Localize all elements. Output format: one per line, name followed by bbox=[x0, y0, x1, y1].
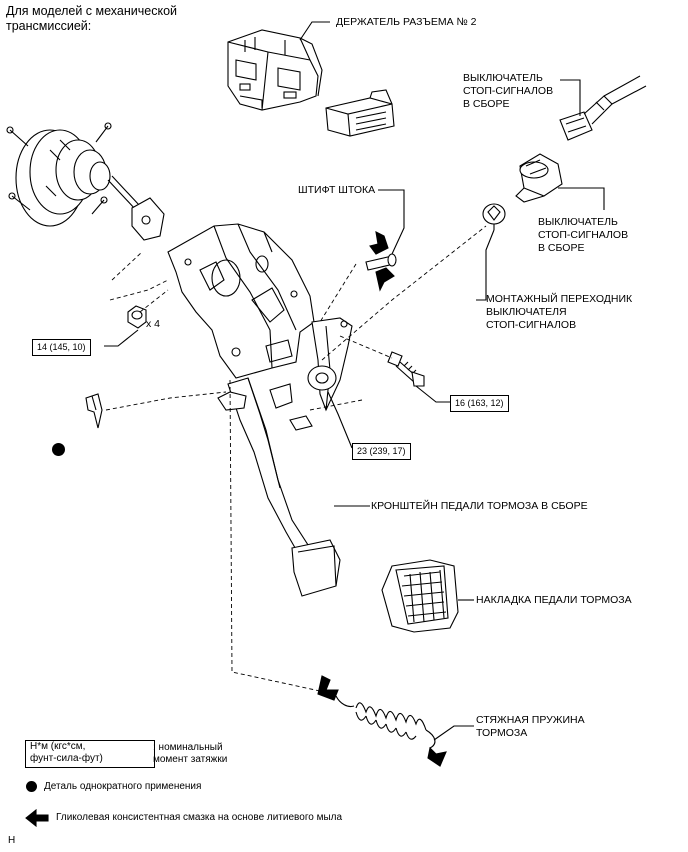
legend-units-note: : номинальный момент затяжки bbox=[153, 742, 227, 766]
legend-units-note-line-2: момент затяжки bbox=[153, 754, 228, 765]
stop-switch-top-drawing bbox=[559, 75, 647, 141]
label-spring: СТЯЖНАЯ ПРУЖИНА ТОРМОЗА bbox=[476, 714, 585, 740]
header-line-2: трансмиссией: bbox=[6, 19, 92, 33]
legend-units-box: Н*м (кгс*см, фунт-сила-фут) bbox=[25, 740, 155, 768]
legend-units-line-1: Н*м (кгс*см, bbox=[30, 741, 86, 752]
torque-box-23: 23 (239, 17) bbox=[352, 443, 411, 460]
diagram-header: Для моделей с механической трансмиссией: bbox=[6, 4, 177, 34]
rod-pin-drawing bbox=[365, 231, 397, 292]
pedal-pad-drawing bbox=[381, 559, 459, 633]
torque-box-16: 16 (163, 12) bbox=[450, 395, 509, 412]
assembly-dashed-lines bbox=[105, 225, 487, 695]
label-pedal-pad: НАКЛАДКА ПЕДАЛИ ТОРМОЗА bbox=[476, 594, 632, 606]
legend-units-line-2: фунт-сила-фут) bbox=[30, 753, 103, 764]
legend-grease-text: Гликолевая консистентная смазка на основ… bbox=[56, 812, 343, 823]
stop-switch-mid-leader bbox=[558, 187, 605, 210]
switch-adapter-leader bbox=[476, 229, 495, 301]
legend-single-use-text: Деталь однократного применения bbox=[44, 781, 202, 792]
switch-adapter-drawing bbox=[482, 203, 506, 230]
stop-switch-top-line-3: В СБОРЕ bbox=[463, 98, 510, 110]
label-pedal-bracket: КРОНШТЕЙН ПЕДАЛИ ТОРМОЗА В СБОРЕ bbox=[371, 500, 588, 512]
label-stop-switch-top: ВЫКЛЮЧАТЕЛЬ СТОП-СИГНАЛОВ В СБОРЕ bbox=[463, 72, 553, 111]
bolt-leader bbox=[415, 385, 450, 403]
stop-switch-mid-line-3: В СБОРЕ bbox=[538, 242, 585, 254]
label-switch-adapter: МОНТАЖНЫЙ ПЕРЕХОДНИК ВЫКЛЮЧАТЕЛЯ СТОП-СИ… bbox=[486, 293, 632, 332]
bolt-drawing bbox=[387, 351, 425, 387]
label-nut-quantity: x 4 bbox=[146, 318, 161, 330]
stop-switch-top-line-2: СТОП-СИГНАЛОВ bbox=[463, 85, 554, 97]
header-line-1: Для моделей с механической bbox=[6, 4, 178, 18]
label-stop-switch-mid: ВЫКЛЮЧАТЕЛЬ СТОП-СИГНАЛОВ В СБОРЕ bbox=[538, 216, 628, 255]
stop-switch-mid-drawing bbox=[515, 153, 563, 203]
pedal-bracket-drawing bbox=[167, 223, 353, 597]
stop-switch-mid-line-2: СТОП-СИГНАЛОВ bbox=[538, 229, 629, 241]
spring-drawing bbox=[317, 675, 447, 767]
label-connector-holder: ДЕРЖАТЕЛЬ РАЗЪЕМА № 2 bbox=[336, 16, 477, 28]
rod-pin-leader bbox=[378, 189, 405, 255]
label-rod-pin: ШТИФТ ШТОКА bbox=[298, 184, 376, 196]
pivot-bolt-leader bbox=[327, 391, 353, 449]
legend-grease-arrow bbox=[25, 808, 49, 828]
connector-holder-leader bbox=[299, 21, 330, 41]
nut-leader bbox=[104, 329, 139, 347]
single-use-marker bbox=[52, 443, 65, 456]
legend-single-use-dot bbox=[26, 781, 37, 792]
spring-leader bbox=[433, 725, 474, 741]
legend-units-note-line-1: : номинальный bbox=[153, 742, 223, 753]
torque-box-14: 14 (145, 10) bbox=[32, 339, 91, 356]
footer-code: H bbox=[8, 835, 16, 846]
connector-holder-drawing bbox=[227, 29, 395, 137]
spring-line-1: СТЯЖНАЯ ПРУЖИНА bbox=[476, 714, 585, 726]
switch-adapter-line-3: СТОП-СИГНАЛОВ bbox=[486, 319, 577, 331]
stop-switch-top-line-1: ВЫКЛЮЧАТЕЛЬ bbox=[463, 72, 543, 84]
booster-drawing bbox=[6, 122, 165, 241]
nut-drawing bbox=[127, 305, 147, 329]
spring-line-2: ТОРМОЗА bbox=[476, 727, 528, 739]
stop-switch-top-leader bbox=[560, 79, 581, 116]
switch-adapter-line-2: ВЫКЛЮЧАТЕЛЯ bbox=[486, 306, 567, 318]
switch-adapter-line-1: МОНТАЖНЫЙ ПЕРЕХОДНИК bbox=[486, 293, 633, 305]
stop-switch-mid-line-1: ВЫКЛЮЧАТЕЛЬ bbox=[538, 216, 618, 228]
clip-drawing bbox=[85, 393, 103, 429]
